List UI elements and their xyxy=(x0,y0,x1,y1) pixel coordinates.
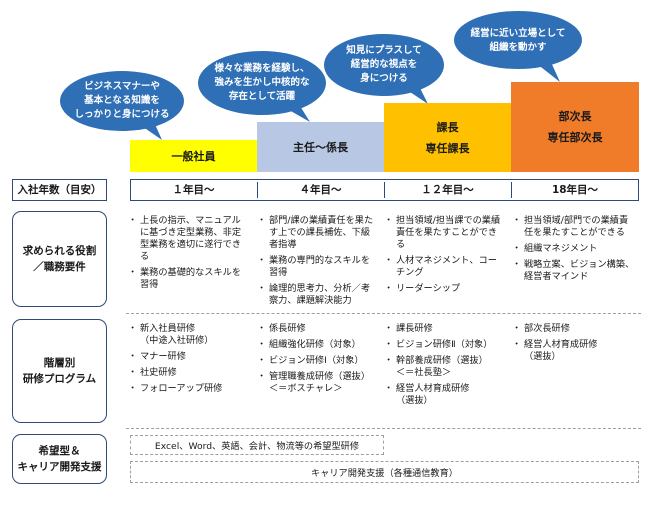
bubble-3-text: 知見にプラスして 経営的な視点を 身につける xyxy=(346,45,422,84)
role-item: 戦略立案、ビジョン構築、経営者マインド xyxy=(512,259,636,283)
year-divider xyxy=(384,182,385,198)
role-item: 担当領域/部門での業績責任を果たすことができる xyxy=(512,215,636,239)
year-18: 18年目～ xyxy=(551,184,599,196)
row-label-support: 希望型＆ キャリア開発支援 xyxy=(12,434,107,484)
role-item: 人材マネジメント、コーチング xyxy=(384,255,504,279)
bubble-4-shape xyxy=(454,11,582,82)
program-item: 社史研修 xyxy=(128,367,248,379)
role-item: 上長の指示、マニュアルに基づき定型業務、非定型業務を適切に遂行できる xyxy=(128,215,248,263)
roles-col-2: 部門/課の業績責任を果たす上での課長補佐、下級者指導 業務の専門的なスキルを習得… xyxy=(257,215,377,311)
bubble-1-text: ビジネスマナーや 基本となる知識を しっかりと身につける xyxy=(74,81,170,120)
program-item: マナー研修 xyxy=(128,351,248,363)
program-item: ビジョン研修Ⅱ（対象） xyxy=(384,339,510,351)
program-item: 新入社員研修 （中途入社研修） xyxy=(128,323,248,347)
step-department-manager: 部次長 専任部次長 xyxy=(511,82,639,172)
role-item: 論理的思考力、分析／考察力、課題解決能力 xyxy=(257,283,377,307)
bubble-2-text: 様々な業務を経験し、 強みを生かし中核的な 存在として活躍 xyxy=(214,63,310,102)
roles-bottom-divider xyxy=(126,313,641,314)
year-12: １２年目～ xyxy=(421,184,474,196)
step-general-staff: 一般社員 xyxy=(130,140,257,172)
row-label-programs: 階層別 研修プログラム xyxy=(12,319,107,423)
role-item: 担当領域/担当課での業績責任を果たすことができる xyxy=(384,215,504,251)
roles-col-4: 担当領域/部門での業績責任を果たすことができる 組織マネジメント 戦略立案、ビジ… xyxy=(512,215,636,287)
program-item: 係長研修 xyxy=(257,323,383,335)
program-item: 部次長研修 xyxy=(512,323,636,335)
bubble-1-shape xyxy=(60,71,184,140)
program-item: 組織強化研修（対象） xyxy=(257,339,383,351)
role-item: 組織マネジメント xyxy=(512,243,636,255)
programs-bottom-divider xyxy=(126,428,641,429)
career-support-box: キャリア開発支援（各種通信教育） xyxy=(130,461,639,483)
bubble-4-text: 経営に近い立場として 組織を動かす xyxy=(470,28,566,53)
step-chief-subsection-chief: 主任～係長 xyxy=(257,122,384,172)
role-item: 業務の専門的なスキルを習得 xyxy=(257,255,377,279)
program-item: 経営人材育成研修 （選抜） xyxy=(512,339,636,363)
program-item: 課長研修 xyxy=(384,323,510,335)
row-label-years: 入社年数（目安） xyxy=(12,179,107,201)
programs-col-3: 課長研修 ビジョン研修Ⅱ（対象） 幹部養成研修（選抜） ＜＝社長塾＞ 経営人材育… xyxy=(384,323,510,411)
year-4: ４年目～ xyxy=(299,184,342,196)
program-item: 管理職養成研修（選抜） ＜＝ボスチャレ＞ xyxy=(257,371,383,395)
programs-col-2: 係長研修 組織強化研修（対象） ビジョン研修Ⅰ（対象） 管理職養成研修（選抜） … xyxy=(257,323,383,399)
roles-col-3: 担当領域/担当課での業績責任を果たすことができる 人材マネジメント、コーチング … xyxy=(384,215,504,299)
programs-col-1: 新入社員研修 （中途入社研修） マナー研修 社史研修 フォローアップ研修 xyxy=(128,323,248,399)
row-label-roles: 求められる役割 ／職務要件 xyxy=(12,211,107,307)
role-item: リーダーシップ xyxy=(384,283,504,295)
program-item: ビジョン研修Ⅰ（対象） xyxy=(257,355,383,367)
year-divider xyxy=(257,182,258,198)
optional-training-box: Excel、Word、英語、会計、物流等の希望型研修 xyxy=(130,435,384,455)
program-item: 経営人材育成研修 （選抜） xyxy=(384,383,510,407)
program-item: フォローアップ研修 xyxy=(128,383,248,395)
role-item: 業務の基礎的なスキルを習得 xyxy=(128,267,248,291)
step-section-manager: 課長 専任課長 xyxy=(384,103,511,172)
roles-col-1: 上長の指示、マニュアルに基づき定型業務、非定型業務を適切に遂行できる 業務の基礎… xyxy=(128,215,248,295)
role-item: 部門/課の業績責任を果たす上での課長補佐、下級者指導 xyxy=(257,215,377,251)
bubble-3-shape xyxy=(324,34,444,104)
programs-col-4: 部次長研修 経営人材育成研修 （選抜） xyxy=(512,323,636,367)
program-item: 幹部養成研修（選抜） ＜＝社長塾＞ xyxy=(384,355,510,379)
bubble-2-shape xyxy=(198,51,326,122)
year-divider xyxy=(511,182,512,198)
year-1: １年目～ xyxy=(172,184,215,196)
